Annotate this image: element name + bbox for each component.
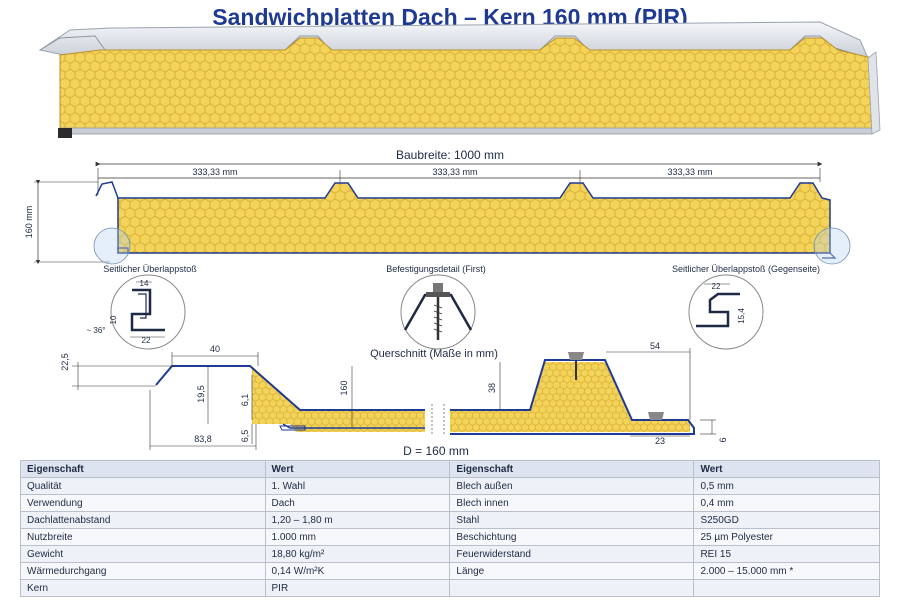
table-row: Verwendung Dach Blech innen 0,4 mm	[20, 494, 880, 512]
height-label: 160 mm	[24, 206, 34, 239]
segment-2-label: 333,33 mm	[432, 167, 477, 177]
table-cell: REI 15	[693, 545, 880, 563]
screw-head-icon-2	[648, 412, 664, 420]
panel-3d-render	[38, 21, 881, 138]
svg-text:22: 22	[142, 336, 151, 345]
table-cell	[693, 579, 880, 597]
table-row: Gewicht 18,80 kg/m² Feuerwiderstand REI …	[20, 545, 880, 563]
thickness-label: D = 160 mm	[403, 444, 469, 458]
table-cell: 0,5 mm	[693, 477, 880, 495]
right-detail-label: Seitlicher Überlappstoß (Gegenseite)	[672, 264, 820, 274]
table-cell: 1. Wahl	[264, 477, 451, 495]
table-cell: Länge	[449, 562, 695, 580]
table-cell: 2.000 – 15.000 mm *	[693, 562, 880, 580]
table-cell: Beschichtung	[449, 528, 695, 546]
table-cell: Blech außen	[449, 477, 695, 495]
dim-6-1: 6,1	[240, 394, 250, 407]
table-cell: Stahl	[449, 511, 695, 529]
left-overlap-detail: 14 10 22 ~ 36°	[87, 274, 186, 350]
panel-profile-top-view	[95, 181, 837, 259]
dim-23: 23	[655, 436, 665, 446]
table-cell: Verwendung	[20, 494, 266, 512]
section-break	[428, 404, 448, 436]
cross-section-label: Querschnitt (Maße in mm)	[370, 348, 498, 360]
table-cell	[449, 579, 695, 597]
table-row: Dachlattenabstand 1,20 – 1,80 m Stahl S2…	[20, 511, 880, 529]
table-header-cell: Wert	[264, 460, 451, 478]
dim-160: 160	[339, 380, 349, 395]
right-overlap-detail: 22 15,4	[688, 274, 764, 350]
technical-drawing: Baubreite: 1000 mm 333,33 mm 333,33 mm 3…	[24, 21, 881, 458]
table-cell: Qualität	[20, 477, 266, 495]
svg-text:22: 22	[712, 282, 721, 291]
table-cell: Feuerwiderstand	[449, 545, 695, 563]
table-cell: 25 µm Polyester	[693, 528, 880, 546]
center-detail-label: Befestigungsdetail (First)	[386, 264, 486, 274]
left-detail-marker	[93, 227, 131, 265]
dim-54: 54	[650, 341, 660, 351]
segment-1-label: 333,33 mm	[192, 167, 237, 177]
dim-40: 40	[210, 344, 220, 354]
table-cell: Gewicht	[20, 545, 266, 563]
properties-table: Eigenschaft Wert Eigenschaft Wert Qualit…	[20, 460, 880, 597]
table-row: Wärmedurchgang 0,14 W/m²K Länge 2.000 – …	[20, 562, 880, 580]
cross-section-dimension-lines	[72, 348, 716, 450]
dim-6-5: 6,5	[240, 430, 250, 443]
table-cell: Nutzbreite	[20, 528, 266, 546]
table-row: Qualität 1. Wahl Blech außen 0,5 mm	[20, 477, 880, 495]
table-cell: 0,4 mm	[693, 494, 880, 512]
dim-22-5: 22,5	[60, 353, 70, 371]
table-row: Kern PIR	[20, 579, 880, 597]
dim-19-5: 19,5	[196, 385, 206, 403]
table-header-row: Eigenschaft Wert Eigenschaft Wert	[20, 460, 880, 478]
svg-text:~ 36°: ~ 36°	[87, 326, 106, 335]
table-cell: S250GD	[693, 511, 880, 529]
cross-section-right	[450, 352, 695, 435]
svg-text:10: 10	[109, 315, 118, 324]
right-detail-marker	[813, 227, 851, 265]
segment-3-label: 333,33 mm	[667, 167, 712, 177]
table-header-cell: Eigenschaft	[449, 460, 695, 478]
table-cell: 18,80 kg/m²	[264, 545, 451, 563]
dim-38: 38	[487, 383, 497, 393]
table-row: Nutzbreite 1.000 mm Beschichtung 25 µm P…	[20, 528, 880, 546]
table-cell: 0,14 W/m²K	[264, 562, 451, 580]
cross-section-left	[155, 365, 425, 432]
table-cell: 1.000 mm	[264, 528, 451, 546]
table-cell: Blech innen	[449, 494, 695, 512]
table-cell: Dach	[264, 494, 451, 512]
svg-text:14: 14	[140, 279, 149, 288]
center-fastening-detail	[400, 274, 476, 350]
table-header-cell: Eigenschaft	[20, 460, 266, 478]
dim-6: 6	[718, 437, 728, 442]
table-cell: Kern	[20, 579, 266, 597]
screw-head-icon	[568, 352, 584, 360]
baubreite-label: Baubreite: 1000 mm	[396, 148, 504, 162]
dim-83-8: 83,8	[194, 434, 212, 444]
svg-text:15,4: 15,4	[737, 308, 746, 324]
table-cell: Dachlattenabstand	[20, 511, 266, 529]
table-header-cell: Wert	[693, 460, 880, 478]
table-cell: 1,20 – 1,80 m	[264, 511, 451, 529]
table-cell: PIR	[264, 579, 451, 597]
table-cell: Wärmedurchgang	[20, 562, 266, 580]
left-detail-label: Seitlicher Überlappstoß	[103, 264, 197, 274]
